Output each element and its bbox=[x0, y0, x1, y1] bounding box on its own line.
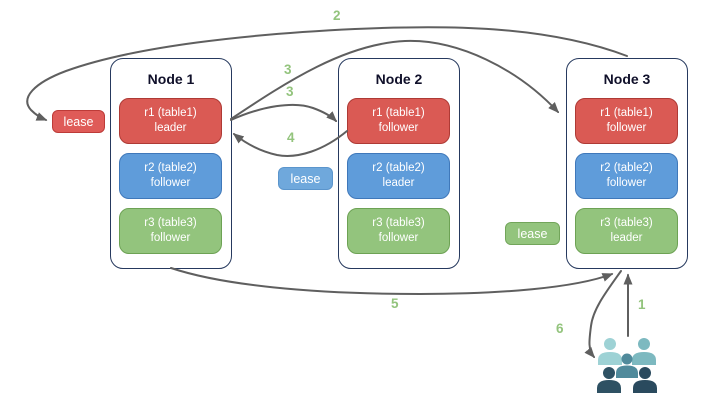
lease-label: lease bbox=[290, 171, 321, 186]
replica-label: r2 (table2) bbox=[144, 161, 197, 174]
node-2-title: Node 2 bbox=[375, 71, 423, 87]
users-icon bbox=[597, 338, 657, 393]
lease-label: lease bbox=[63, 114, 94, 129]
replica-label: r2 (table2) bbox=[372, 161, 425, 174]
replica-label: r3 (table3) bbox=[600, 216, 653, 229]
replica-label: r3 (table3) bbox=[144, 216, 197, 229]
arrow-5-path bbox=[170, 267, 614, 296]
arrow-label-5: 5 bbox=[391, 296, 399, 311]
replica-role: follower bbox=[150, 232, 191, 244]
lease-badge-green: lease bbox=[505, 222, 560, 245]
node-3-title: Node 3 bbox=[603, 71, 651, 87]
replica-label: r1 (table1) bbox=[600, 106, 653, 119]
node3-replica-r2: r2 (table2) follower bbox=[575, 153, 678, 199]
replica-role: follower bbox=[150, 177, 191, 189]
node2-replica-r3: r3 (table3) follower bbox=[347, 208, 450, 254]
node2-replica-r1: r1 (table1) follower bbox=[347, 98, 450, 144]
node-2-box: Node 2 r1 (table1) follower r2 (table2) … bbox=[338, 58, 460, 269]
replica-role: leader bbox=[154, 122, 187, 134]
node1-replica-r1: r1 (table1) leader bbox=[119, 98, 222, 144]
lease-label: lease bbox=[517, 226, 548, 241]
replica-role: leader bbox=[610, 232, 643, 244]
lease-badge-red: lease bbox=[52, 110, 105, 133]
replica-role: follower bbox=[378, 122, 419, 134]
arrow-label-6: 6 bbox=[556, 321, 564, 336]
node3-replica-r3: r3 (table3) leader bbox=[575, 208, 678, 254]
arrow-label-1: 1 bbox=[638, 297, 646, 312]
replica-label: r1 (table1) bbox=[372, 106, 425, 119]
node-1-box: Node 1 r1 (table1) leader r2 (table2) fo… bbox=[110, 58, 232, 269]
node2-replica-r2: r2 (table2) leader bbox=[347, 153, 450, 199]
replica-label: r1 (table1) bbox=[144, 106, 197, 119]
node1-replica-r2: r2 (table2) follower bbox=[119, 153, 222, 199]
node1-replica-r3: r3 (table3) follower bbox=[119, 208, 222, 254]
arrow-label-3-to-node3: 3 bbox=[284, 62, 292, 77]
arrow-6-path bbox=[584, 270, 622, 359]
arrow-3-to-node2-path bbox=[230, 103, 338, 123]
replica-label: r3 (table3) bbox=[372, 216, 425, 229]
replica-label: r2 (table2) bbox=[600, 161, 653, 174]
replica-role: leader bbox=[382, 177, 415, 189]
arrow-label-3-to-node2: 3 bbox=[286, 84, 294, 99]
arrow-label-2: 2 bbox=[333, 8, 341, 23]
node-3-box: Node 3 r1 (table1) follower r2 (table2) … bbox=[566, 58, 688, 269]
node-1-title: Node 1 bbox=[147, 71, 195, 87]
arrow-label-4: 4 bbox=[287, 130, 295, 145]
replica-role: follower bbox=[606, 177, 647, 189]
lease-badge-blue: lease bbox=[278, 167, 333, 190]
node3-replica-r1: r1 (table1) follower bbox=[575, 98, 678, 144]
replica-role: follower bbox=[606, 122, 647, 134]
replica-role: follower bbox=[378, 232, 419, 244]
